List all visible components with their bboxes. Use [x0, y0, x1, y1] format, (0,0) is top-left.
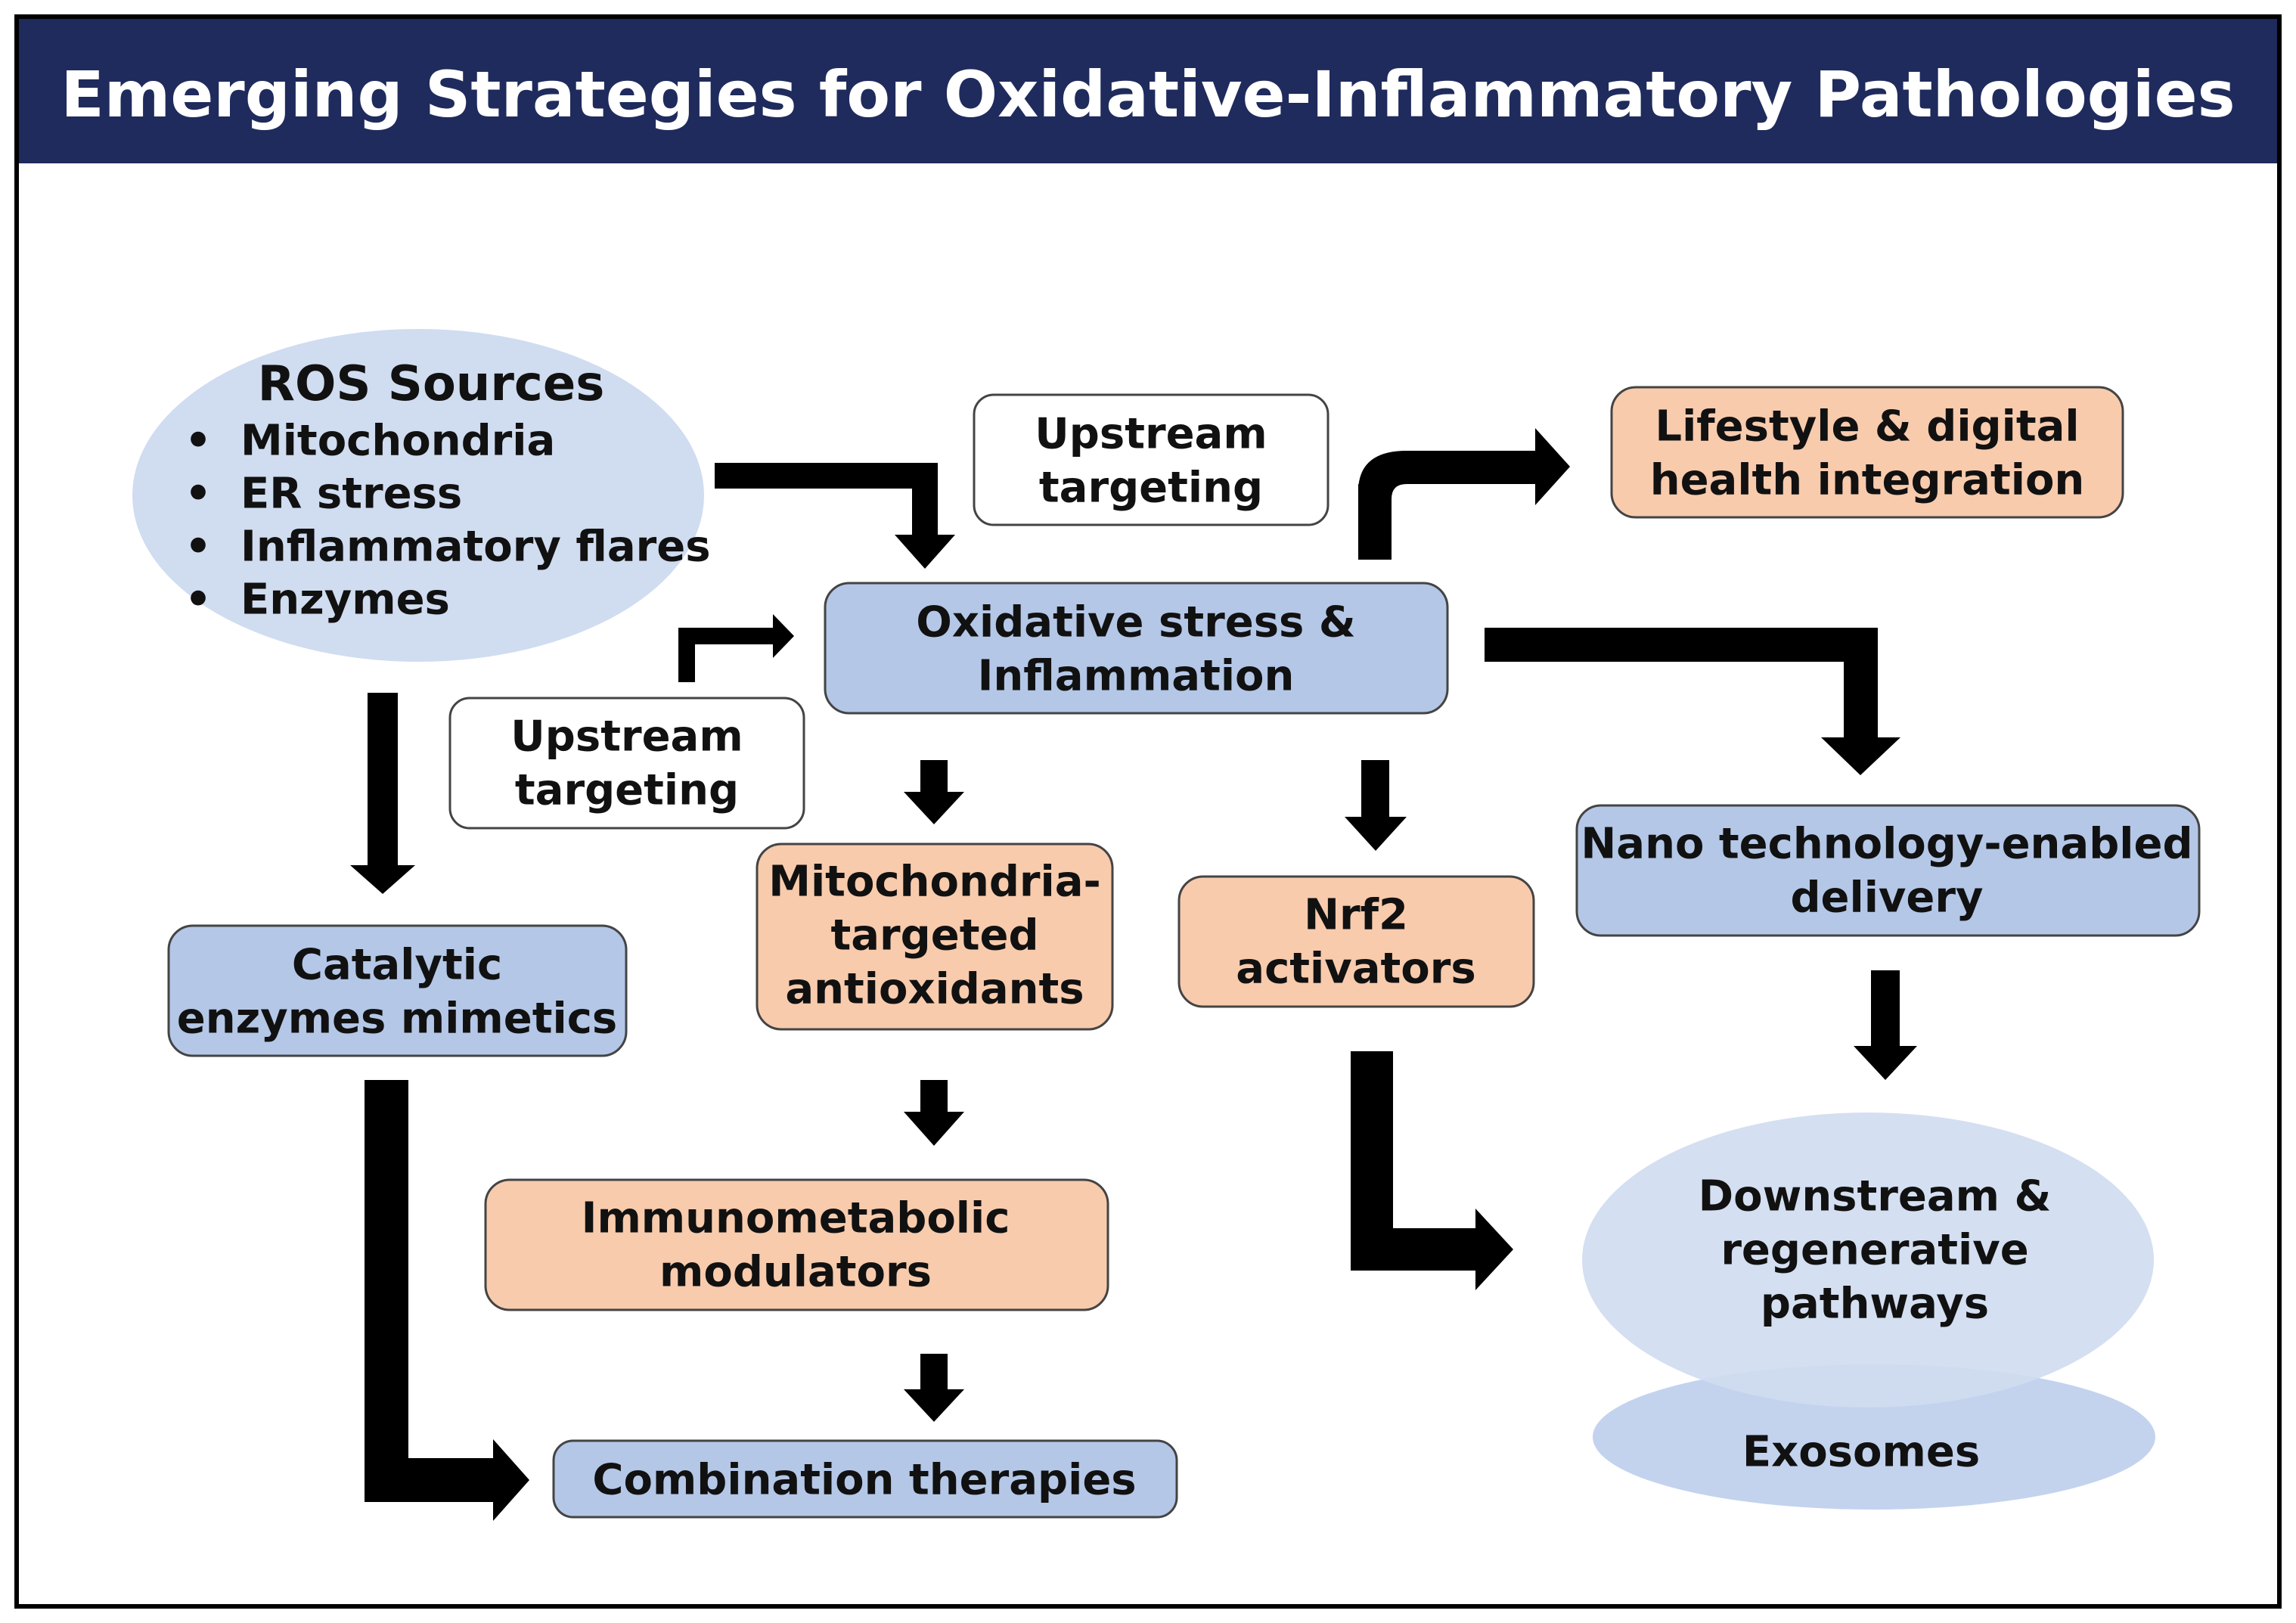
arrow-catalytic-to-combination — [365, 1080, 529, 1521]
downstream-line-3: pathways — [1761, 1280, 1989, 1329]
ros-item-inflammatory-flares: Inflammatory flares — [240, 523, 711, 572]
ros-bullet-2: • — [185, 470, 212, 519]
mito-line-1: Mitochondria- — [768, 858, 1101, 907]
arrow-oxidative-to-lifestyle — [1358, 428, 1570, 560]
catalytic-enzymes-node: Catalytic enzymes mimetics — [167, 924, 628, 1057]
immuno-line-2: modulators — [659, 1248, 932, 1297]
oxidative-line-2: Inflammation — [978, 652, 1295, 701]
mito-targeted-box — [756, 843, 1114, 1031]
arrow-ros-to-catalytic — [350, 693, 415, 894]
combination-therapies-node: Combination therapies — [552, 1439, 1178, 1519]
nrf2-box — [1177, 875, 1535, 1008]
ros-bullet-1: • — [185, 417, 212, 466]
arrow-nano-to-downstream — [1854, 970, 1917, 1080]
upstream-targeting-left-box — [448, 697, 805, 830]
mito-line-2: targeted — [830, 911, 1038, 960]
combination-line-1: Combination therapies — [592, 1456, 1136, 1505]
downstream-ellipse — [1582, 1113, 2154, 1407]
combination-therapies-box — [552, 1439, 1178, 1519]
nano-delivery-node: Nano technology-enabled delivery — [1575, 804, 2201, 937]
ros-item-enzymes: Enzymes — [240, 576, 450, 625]
lifestyle-node: Lifestyle & digital health integration — [1610, 386, 2124, 519]
downstream-line-2: regenerative — [1720, 1226, 2028, 1275]
downstream-node: Downstream & regenerative pathways — [1582, 1113, 2154, 1407]
immunometabolic-node: Immunometabolic modulators — [484, 1178, 1109, 1311]
oxidative-stress-node: Oxidative stress & Inflammation — [824, 582, 1449, 715]
arrow-upstream-left-to-oxidative — [678, 614, 794, 682]
arrow-mito-to-immuno — [904, 1080, 964, 1146]
immunometabolic-box — [484, 1178, 1109, 1311]
page-title: Emerging Strategies for Oxidative-Inflam… — [61, 57, 2235, 132]
nano-line-1: Nano technology-enabled — [1581, 820, 2192, 869]
ros-sources-ellipse — [132, 329, 704, 662]
upstream-targeting-top-box — [973, 393, 1330, 526]
downstream-line-1: Downstream & — [1699, 1172, 2052, 1221]
arrow-oxidative-to-mito — [904, 760, 964, 824]
title-bar-background — [19, 19, 2277, 163]
arrow-immuno-to-combination — [904, 1354, 964, 1422]
upstream-top-line-1: Upstream — [1035, 410, 1267, 459]
upstream-targeting-top-node: Upstream targeting — [973, 393, 1330, 526]
ros-sources-node: ROS Sources • Mitochondria • ER stress •… — [132, 329, 711, 662]
oxidative-line-1: Oxidative stress & — [916, 598, 1355, 647]
lifestyle-line-1: Lifestyle & digital — [1655, 402, 2079, 452]
arrow-ros-to-oxidative — [715, 463, 955, 569]
immuno-line-1: Immunometabolic — [582, 1194, 1010, 1243]
exosomes-label: Exosomes — [1742, 1428, 1980, 1477]
ros-bullet-3: • — [185, 523, 212, 572]
nrf2-line-1: Nrf2 — [1304, 891, 1408, 940]
lifestyle-line-2: health integration — [1650, 456, 2085, 505]
upstream-top-line-2: targeting — [1039, 464, 1263, 513]
upstream-left-line-2: targeting — [515, 766, 739, 815]
arrow-oxidative-to-nano — [1485, 628, 1900, 775]
arrow-oxidative-to-nrf2 — [1345, 760, 1407, 851]
exosomes-ellipse — [1593, 1364, 2155, 1510]
nano-delivery-box — [1575, 804, 2201, 937]
ros-sources-title: ROS Sources — [258, 356, 605, 412]
lifestyle-box — [1610, 386, 2124, 519]
ros-bullet-4: • — [185, 576, 212, 625]
mito-line-3: antioxidants — [785, 965, 1084, 1014]
nrf2-line-2: activators — [1236, 945, 1475, 994]
catalytic-line-1: Catalytic — [292, 941, 502, 990]
oxidative-stress-box — [824, 582, 1449, 715]
exosomes-node: Exosomes — [1593, 1364, 2155, 1510]
upstream-left-line-1: Upstream — [510, 712, 743, 762]
upstream-targeting-left-node: Upstream targeting — [448, 697, 805, 830]
catalytic-line-2: enzymes mimetics — [177, 995, 617, 1044]
arrows — [350, 428, 1917, 1521]
catalytic-enzymes-box — [167, 924, 628, 1057]
nano-line-2: delivery — [1790, 874, 1983, 923]
title-bar: Emerging Strategies for Oxidative-Inflam… — [19, 19, 2277, 163]
ros-item-mitochondria: Mitochondria — [240, 417, 555, 466]
ros-item-er-stress: ER stress — [240, 470, 462, 519]
nrf2-node: Nrf2 activators — [1177, 875, 1535, 1008]
mito-targeted-node: Mitochondria- targeted antioxidants — [756, 843, 1114, 1031]
arrow-nrf2-to-downstream — [1351, 1051, 1513, 1290]
